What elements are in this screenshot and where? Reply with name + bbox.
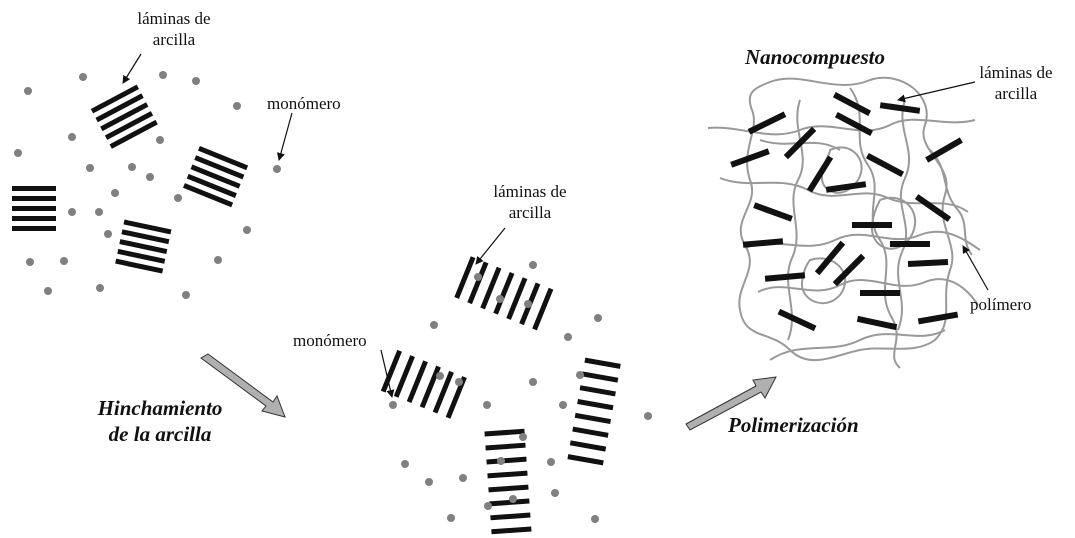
stage1-clay-label-line2: arcilla	[118, 29, 230, 50]
stage2-clay-label-line2: arcilla	[474, 202, 586, 223]
swelling-label: Hinchamiento de la arcilla	[70, 395, 250, 447]
clay-stack-d	[115, 220, 171, 274]
stage2-pointer-arrows	[381, 228, 505, 397]
clay-stack-b	[183, 146, 248, 207]
clay-stack-a	[91, 85, 158, 149]
polymerization-label: Polimerización	[728, 412, 859, 438]
stage3-title: Nanocompuesto	[745, 44, 885, 70]
stage3-clay-label-line2: arcilla	[960, 83, 1072, 104]
swollen-stack-a	[454, 256, 553, 330]
stage3-polymer-label: polímero	[970, 294, 1031, 315]
stage1-monomer-label: monómero	[267, 93, 341, 114]
swelling-label-line2: de la arcilla	[70, 421, 250, 447]
stage1-clay-label-line1: láminas de	[118, 8, 230, 29]
swollen-stack-d	[484, 429, 531, 535]
stage3-pointer-arrows	[898, 82, 988, 290]
stage3-clay-label-line1: láminas de	[960, 62, 1072, 83]
stage1-clay-stacks	[12, 85, 248, 274]
stage2-clay-label: láminas de arcilla	[474, 181, 586, 223]
swelling-label-line1: Hinchamiento	[70, 395, 250, 421]
swollen-stack-c	[567, 358, 620, 466]
clay-stack-c	[12, 186, 56, 231]
stage3-clay-label: láminas de arcilla	[960, 62, 1072, 104]
stage1-clay-label: láminas de arcilla	[118, 8, 230, 50]
stage2-monomer-label: monómero	[293, 330, 367, 351]
stage2-clay-label-line1: láminas de	[474, 181, 586, 202]
